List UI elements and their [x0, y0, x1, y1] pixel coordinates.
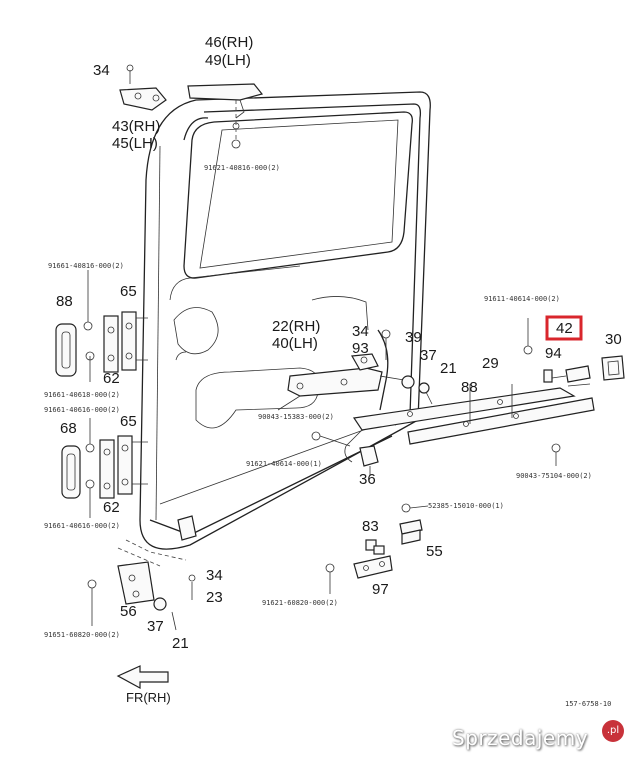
- callout-93: 93: [352, 340, 369, 357]
- roller-part-94: [543, 369, 553, 383]
- lower-rail-88: [407, 384, 595, 445]
- callout-34b: 34: [352, 323, 369, 340]
- part-number-labels: 91621-40816-000(2) 91661-40816-000(2) 91…: [44, 164, 611, 708]
- lower-guide-83-55: [365, 503, 429, 555]
- callout-68: 68: [60, 420, 77, 437]
- watermark-badge: .pl: [602, 720, 624, 742]
- watermark-text: Sprzedajemy: [452, 726, 589, 750]
- callout-29: 29: [482, 355, 499, 372]
- center-hinge-22-40: [277, 329, 433, 411]
- front-direction-arrow: [116, 665, 169, 690]
- part-number: 91661-40618-000(2): [44, 391, 120, 399]
- part-number: 91621-60820-000(2): [262, 599, 338, 607]
- callout-65b: 65: [120, 413, 137, 430]
- callout-23: 23: [206, 589, 223, 606]
- part-number: 90043-15383-000(2): [258, 413, 334, 421]
- callout-21b: 21: [172, 635, 189, 652]
- callout-34c: 34: [206, 567, 223, 584]
- callout-40lh: 40(LH): [272, 335, 318, 352]
- callout-42: 42: [556, 320, 573, 337]
- door-panel: [117, 91, 431, 567]
- part-number: 91621-40614-000(1): [246, 460, 322, 468]
- callout-37b: 37: [147, 618, 164, 635]
- callout-62b: 62: [103, 499, 120, 516]
- sprzedajemy-watermark: Sprzedajemy .pl: [452, 720, 632, 760]
- part-number: 91621-40816-000(2): [204, 164, 280, 172]
- upper-hinge-43: [119, 64, 167, 111]
- callout-43rh: 43(RH): [112, 118, 160, 135]
- part-number: 91611-40614-000(2): [484, 295, 560, 303]
- part-number: 90043-75104-000(2): [516, 472, 592, 480]
- part-number: 91651-60820-000(2): [44, 631, 120, 639]
- part-number: 52385-15010-000(1): [428, 502, 504, 510]
- callout-97: 97: [372, 581, 389, 598]
- callout-34a: 34: [93, 62, 110, 79]
- callout-65a: 65: [120, 283, 137, 300]
- callout-94: 94: [545, 345, 562, 362]
- callout-55: 55: [426, 543, 443, 560]
- part-number: 91661-40616-000(2): [44, 406, 120, 414]
- callout-22rh: 22(RH): [272, 318, 320, 335]
- diagram-code: 157-6758-10: [565, 700, 611, 708]
- callout-88b: 88: [461, 379, 478, 396]
- callout-37a: 37: [420, 347, 437, 364]
- callout-45lh: 45(LH): [112, 135, 158, 152]
- lower-door-hinge: [61, 418, 148, 518]
- end-cap-30: [601, 355, 625, 381]
- callout-62a: 62: [103, 370, 120, 387]
- callout-46rh: 46(RH): [205, 34, 253, 51]
- upper-roller-bracket: [187, 83, 264, 149]
- lower-bracket-97: [325, 555, 393, 594]
- washer-right: [551, 443, 561, 466]
- callout-49lh: 49(LH): [205, 52, 251, 69]
- upper-rail-29: [344, 383, 591, 463]
- callout-39: 39: [405, 329, 422, 346]
- part-number: 91661-40616-000(2): [44, 522, 120, 530]
- callout-56: 56: [120, 603, 137, 620]
- callout-88a: 88: [56, 293, 73, 310]
- callout-30: 30: [605, 331, 622, 348]
- callout-36: 36: [359, 471, 376, 488]
- callout-labels: 46(RH) 49(LH) 34 43(RH) 45(LH) 88 65 62 …: [56, 34, 622, 705]
- callout-21a: 21: [440, 360, 457, 377]
- lower-roller-56: [87, 515, 197, 631]
- callout-83: 83: [362, 518, 379, 535]
- roller-part-42: [523, 318, 591, 383]
- part-number: 91661-40816-000(2): [48, 262, 124, 270]
- highlight-box-42: [545, 315, 583, 341]
- upper-door-hinge: [55, 270, 148, 382]
- rail-bracket-36: [311, 431, 379, 476]
- callout-fr-rh: FR(RH): [126, 690, 171, 705]
